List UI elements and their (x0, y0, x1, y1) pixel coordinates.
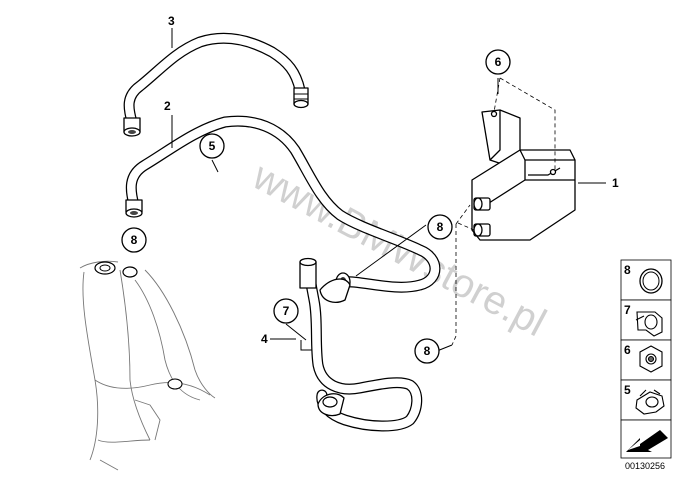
svg-text:7: 7 (624, 303, 631, 317)
part-label-3: 3 (168, 14, 175, 28)
svg-text:6: 6 (624, 343, 631, 357)
reference-lines (451, 77, 556, 346)
svg-text:5: 5 (624, 383, 631, 397)
hose-3 (123, 32, 309, 137)
hose-clamp-icon (635, 311, 663, 337)
svg-text:8: 8 (624, 263, 631, 277)
cooler-unit (471, 109, 576, 241)
callout-8-lower: 8 (414, 338, 440, 364)
direction-arrow-icon (626, 430, 668, 452)
diagram-id: 00130256 (625, 461, 665, 471)
callout-6: 6 (485, 49, 511, 75)
legend-item-6: 6 (620, 339, 672, 381)
svg-text:7: 7 (283, 304, 290, 318)
svg-text:8: 8 (437, 220, 444, 234)
engine-outline (79, 260, 216, 471)
legend: 8 7 6 (620, 259, 672, 471)
callout-7: 7 (273, 298, 299, 324)
spring-clip-icon (635, 389, 665, 415)
legend-item-8: 8 (620, 259, 672, 301)
hose-4 (299, 257, 423, 432)
callout-5: 5 (199, 133, 225, 159)
part-label-2: 2 (164, 99, 171, 113)
svg-text:8: 8 (131, 233, 138, 247)
part-label-1: 1 (612, 176, 619, 190)
sealing-ring-icon (639, 268, 663, 294)
part-label-4: 4 (261, 332, 268, 346)
svg-text:5: 5 (209, 139, 216, 153)
svg-text:8: 8 (424, 344, 431, 358)
legend-item-5: 5 (620, 379, 672, 421)
callout-8-middle: 8 (427, 214, 453, 240)
legend-arrow-box (620, 419, 672, 459)
legend-item-7: 7 (620, 299, 672, 341)
svg-text:6: 6 (495, 55, 502, 69)
hex-nut-icon (639, 345, 663, 373)
callout-8-left: 8 (121, 227, 147, 253)
